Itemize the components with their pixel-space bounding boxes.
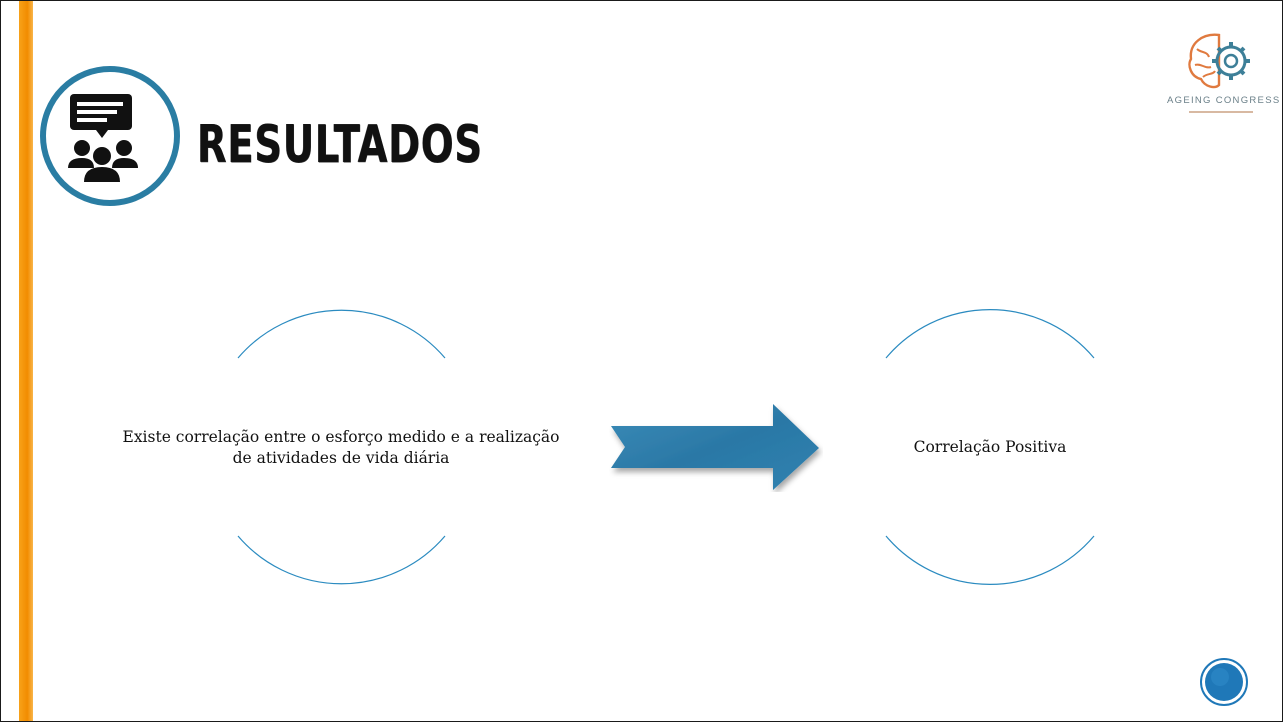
brain-gear-icon bbox=[1188, 33, 1250, 89]
logo-tagline bbox=[1189, 111, 1253, 113]
left-node: Existe correlação entre o esforço medido… bbox=[111, 309, 571, 585]
circle-button-icon[interactable] bbox=[1199, 657, 1249, 707]
speech-bubble-people-icon bbox=[40, 66, 180, 206]
right-node-text: Correlação Positiva bbox=[913, 438, 1067, 456]
right-node: Correlação Positiva bbox=[859, 309, 1121, 585]
congress-logo: AGEING CONGRESS bbox=[1167, 29, 1281, 125]
left-node-text: Existe correlação entre o esforço medido… bbox=[122, 428, 560, 467]
accent-bar bbox=[19, 1, 33, 721]
left-node-arcs bbox=[237, 309, 446, 585]
page-title: RESULTADOS bbox=[197, 115, 483, 175]
right-node-arcs bbox=[885, 309, 1095, 585]
right-arrow-icon bbox=[611, 404, 819, 490]
logo-wordmark: AGEING CONGRESS bbox=[1167, 95, 1281, 106]
